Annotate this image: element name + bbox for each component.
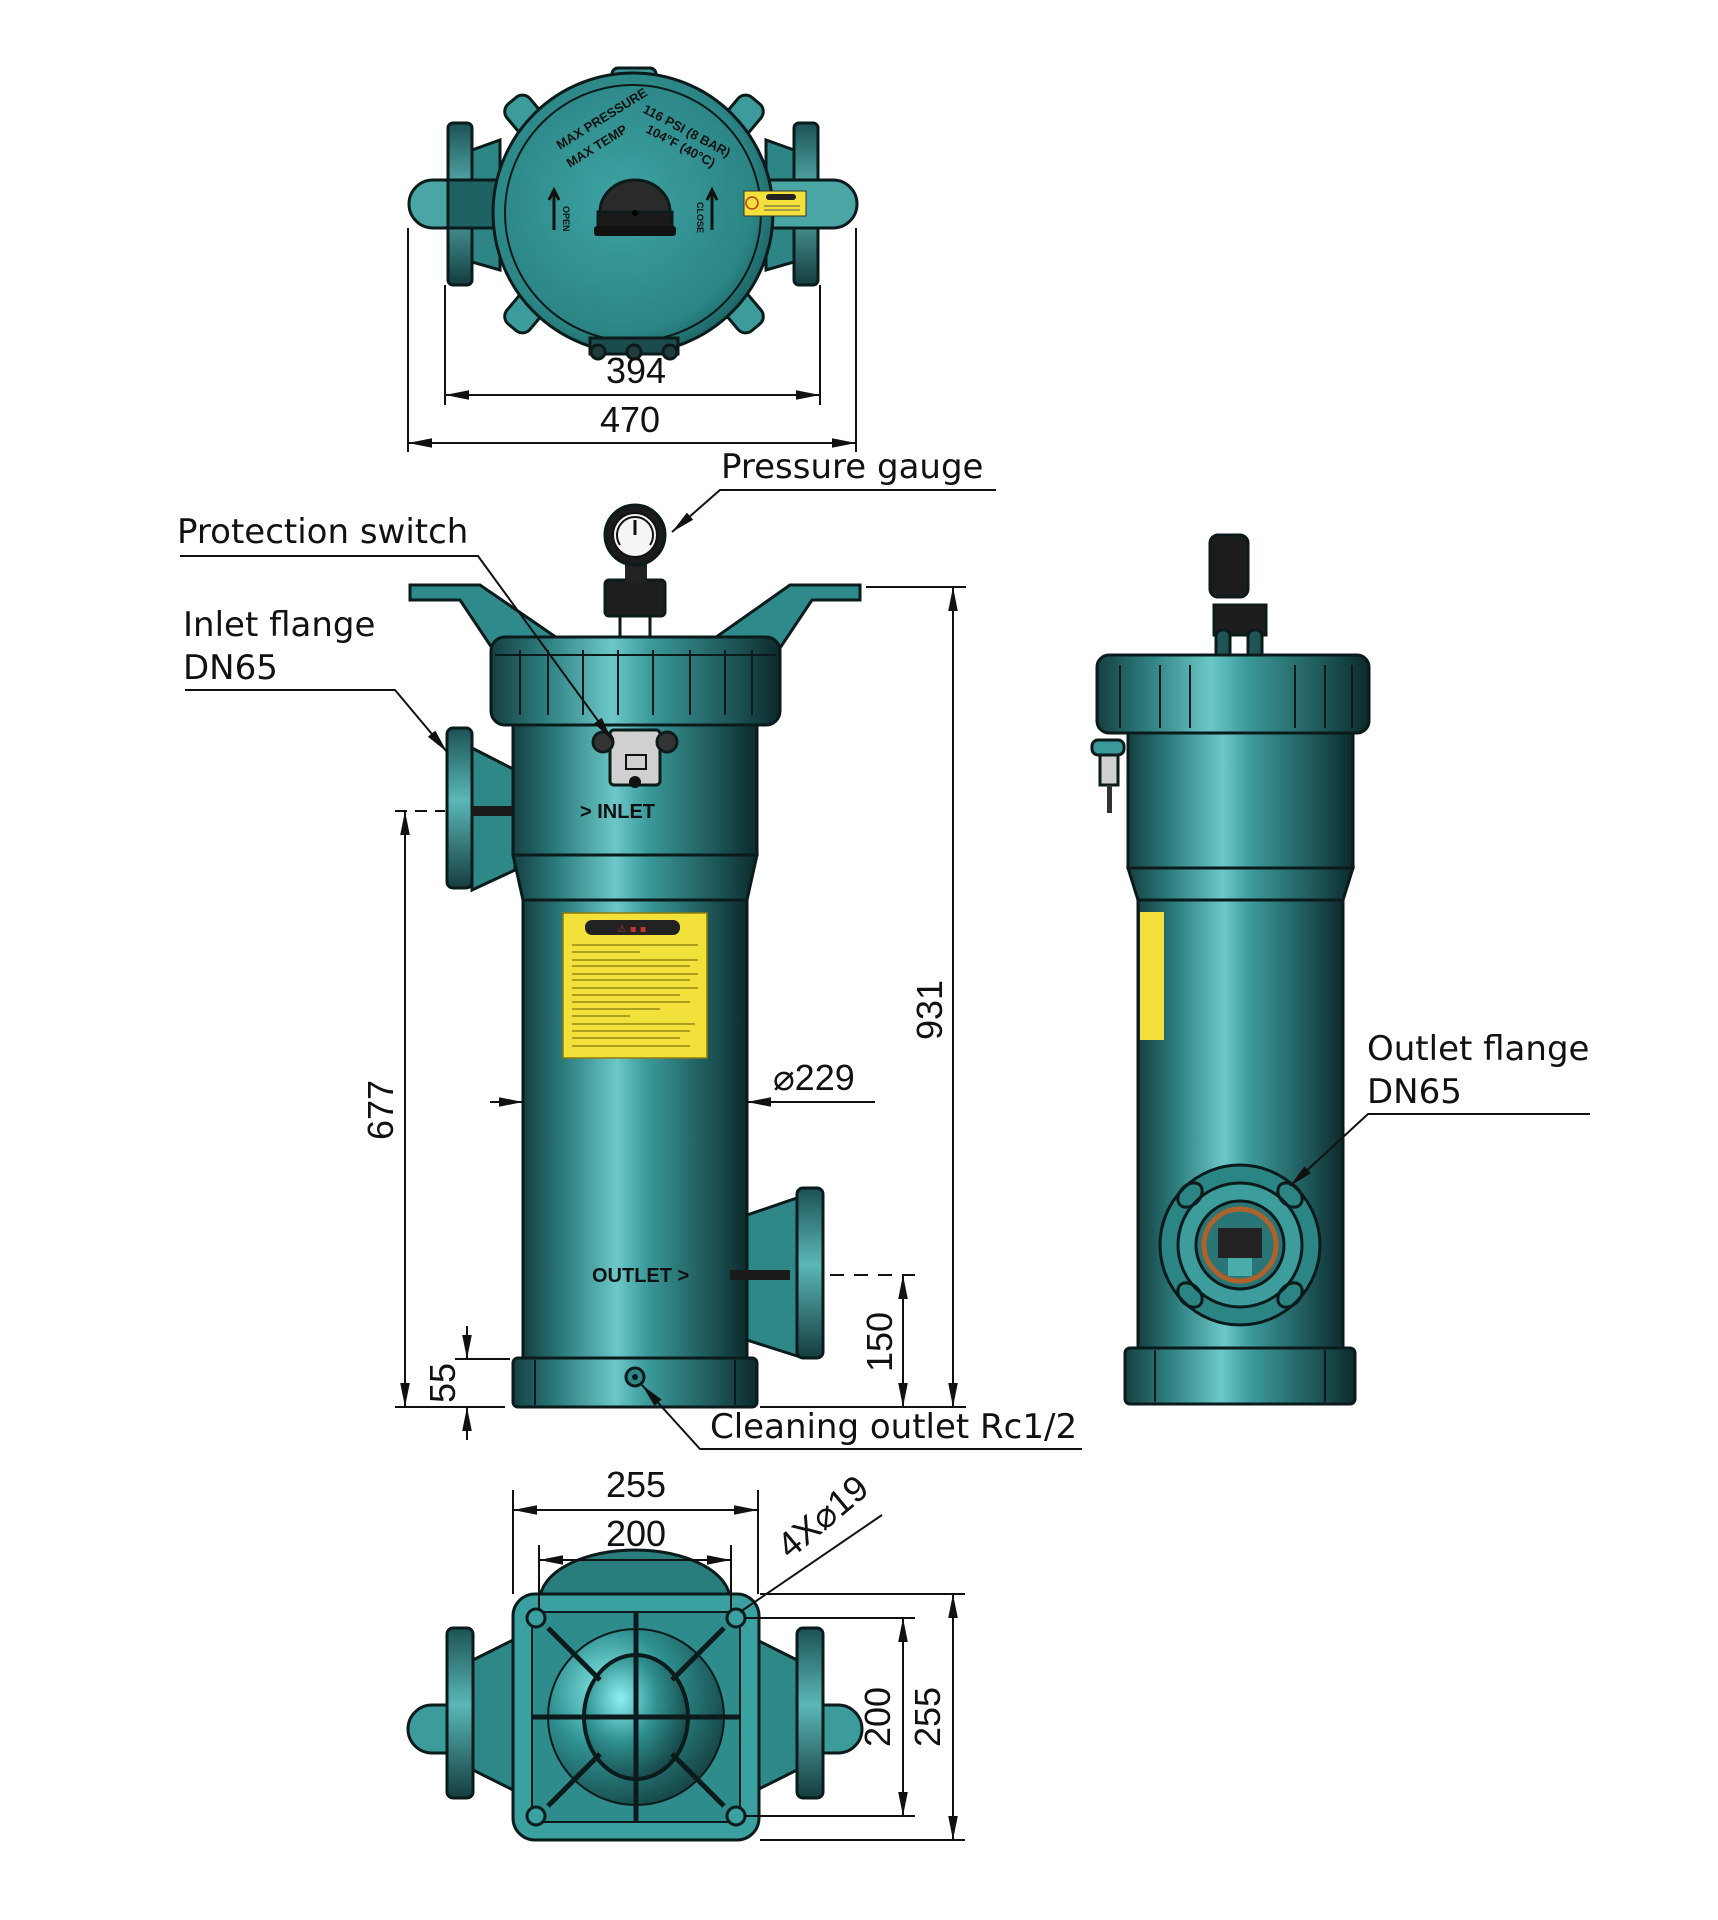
protection-switch-icon <box>591 728 679 788</box>
top-view: MAX PRESSURE MAX TEMP 116 PSI (8 BAR) 10… <box>407 66 859 452</box>
bottom-right-flange <box>755 1626 864 1800</box>
dim-bottom-255-vertical: 255 <box>907 1687 948 1747</box>
inlet-stamp: > INLET <box>580 801 655 823</box>
lid-arrow-right-icon <box>705 186 719 230</box>
inlet-flange <box>445 726 522 893</box>
front-dimensions: 931 677 ⌀229 150 55 <box>360 586 966 1440</box>
dim-bottom-200-vertical: 200 <box>857 1687 898 1747</box>
side-upper-body <box>1126 731 1355 870</box>
front-cap <box>489 635 782 727</box>
side-view: Outlet flange DN65 <box>1090 533 1590 1406</box>
bottom-left-flange <box>406 1626 515 1800</box>
side-outlet-flange <box>1158 1163 1322 1327</box>
callouts-front: Pressure gauge Protection switch Inlet f… <box>177 447 1082 1450</box>
outlet-stamp: OUTLET > <box>592 1265 689 1287</box>
top-gauge-knob-icon <box>594 178 676 236</box>
dim-150: 150 <box>859 1312 900 1372</box>
dim-bottom-200: 200 <box>606 1513 666 1554</box>
svg-text:⚠ ▪ ▪: ⚠ ▪ ▪ <box>618 924 647 935</box>
callout-inlet-flange-size: DN65 <box>183 648 278 688</box>
callout-outlet-flange-size: DN65 <box>1367 1072 1462 1112</box>
dim-55: 55 <box>422 1363 463 1403</box>
side-warning-label <box>1140 912 1164 1040</box>
lid-bottom-studs <box>588 336 680 361</box>
callout-inlet-flange: Inlet flange <box>183 605 375 645</box>
bottom-ribs <box>532 1612 740 1822</box>
dim-diameter-229: ⌀229 <box>773 1057 855 1098</box>
dim-bottom-255: 255 <box>606 1464 666 1505</box>
pressure-gauge-icon <box>603 503 667 640</box>
callout-cleaning-outlet: Cleaning outlet Rc1/2 <box>710 1407 1077 1447</box>
bottom-view: 255 200 4X⌀19 200 255 <box>406 1464 965 1842</box>
dim-470: 470 <box>600 399 660 440</box>
dim-931: 931 <box>909 980 950 1040</box>
top-dimensions: 394 470 <box>407 228 857 452</box>
lid-text-open: OPEN <box>561 206 571 232</box>
top-warning-sticker <box>743 190 807 217</box>
front-view: > INLET ⚠ ▪ ▪ OUTLET > <box>177 447 1082 1450</box>
dim-677: 677 <box>360 1080 401 1140</box>
callouts-side: Outlet flange DN65 <box>1289 1029 1590 1187</box>
side-protection-switch-icon <box>1090 738 1126 813</box>
dim-bolt-holes: 4X⌀19 <box>769 1467 876 1566</box>
lid-text-close: CLOSE <box>695 202 705 233</box>
side-cap <box>1095 653 1371 735</box>
warning-label: ⚠ ▪ ▪ <box>562 912 708 1059</box>
callout-outlet-flange: Outlet flange <box>1367 1029 1589 1069</box>
dim-394: 394 <box>606 350 666 391</box>
lid-arrow-left-icon <box>547 186 561 230</box>
front-body-taper <box>511 853 759 902</box>
callout-protection-switch: Protection switch <box>177 512 468 552</box>
outlet-flange <box>730 1186 825 1360</box>
callout-pressure-gauge: Pressure gauge <box>721 447 983 487</box>
side-base <box>1123 1346 1357 1406</box>
